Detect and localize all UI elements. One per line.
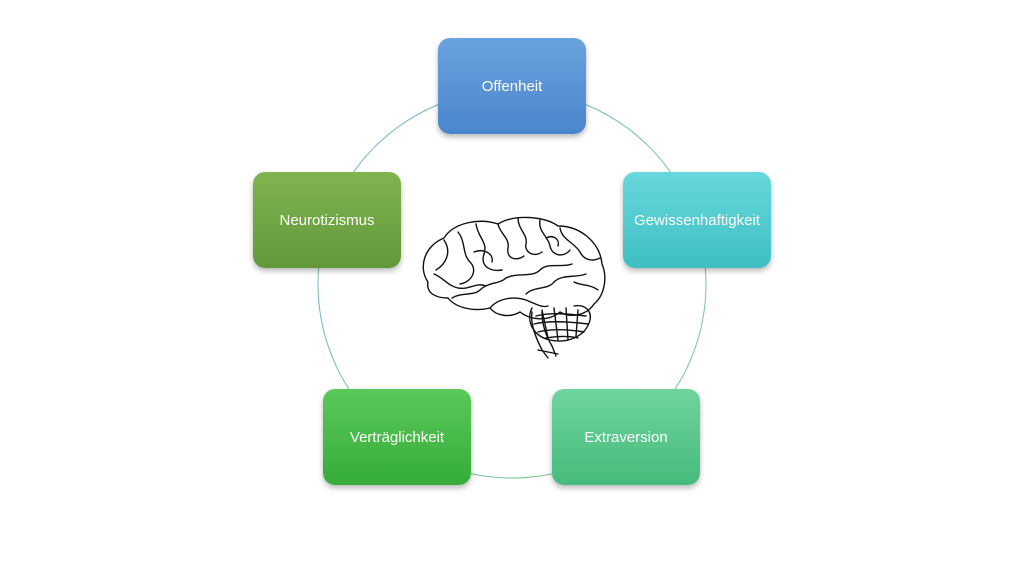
brain-icon bbox=[422, 216, 606, 359]
node-vertraeglichkeit-label: Verträglichkeit bbox=[349, 428, 445, 446]
node-neurotizismus-label: Neurotizismus bbox=[279, 211, 375, 229]
node-gewissenhaftigkeit: Gewissenhaftigkeit bbox=[623, 172, 771, 268]
node-extraversion: Extraversion bbox=[552, 389, 700, 485]
node-gewissenhaftigkeit-label: Gewissenhaftigkeit bbox=[634, 211, 760, 229]
node-extraversion-label: Extraversion bbox=[584, 428, 668, 446]
node-offenheit-label: Offenheit bbox=[481, 77, 543, 95]
node-vertraeglichkeit: Verträglichkeit bbox=[323, 389, 471, 485]
node-neurotizismus: Neurotizismus bbox=[253, 172, 401, 268]
node-offenheit: Offenheit bbox=[438, 38, 586, 134]
